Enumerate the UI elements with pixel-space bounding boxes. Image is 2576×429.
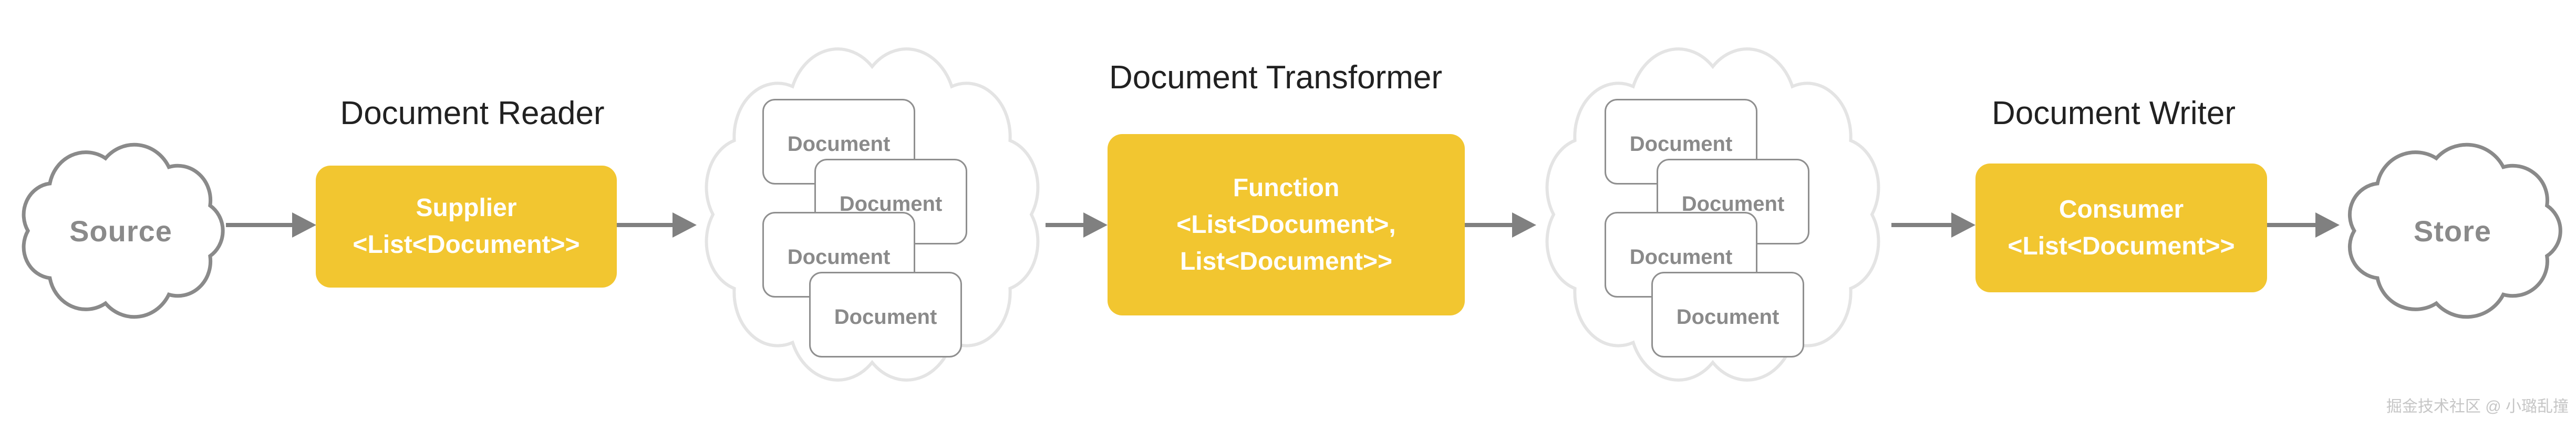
function-box-type-line1: <List<Document>, — [1176, 210, 1396, 239]
arrow-shaft — [1046, 223, 1087, 227]
arrow-shaft — [1465, 223, 1515, 227]
arrowhead-icon — [1083, 212, 1108, 238]
arrowhead-icon — [673, 212, 697, 238]
document-card-label: Document — [1681, 192, 1785, 216]
document-card-label: Document — [787, 246, 891, 269]
consumer-box-type: <List<Document>> — [2008, 232, 2235, 260]
document-card-label: Document — [1676, 305, 1780, 329]
document-card-label: Document — [839, 192, 943, 216]
arrowhead-icon — [1512, 212, 1536, 238]
arrow-consumer-to-store — [2267, 212, 2340, 238]
arrow-documents-to-consumer — [1891, 212, 1975, 238]
arrowhead-icon — [292, 212, 316, 238]
watermark-text: 掘金技术社区 @ 小璐乱撞 — [2386, 398, 2569, 415]
function-box-type-line2: List<Document>> — [1180, 247, 1393, 275]
consumer-box: Consumer <List<Document>> — [1975, 164, 2267, 292]
document-card-label: Document — [1629, 132, 1733, 156]
arrow-documents-to-function — [1046, 212, 1108, 238]
arrowhead-icon — [1951, 212, 1975, 238]
supplier-box-type: <List<Document>> — [353, 231, 580, 259]
arrow-shaft — [1891, 223, 1954, 227]
document-card: Document — [1651, 272, 1804, 358]
document-card-label: Document — [834, 305, 937, 329]
arrow-source-to-supplier — [226, 212, 316, 238]
store-label: Store — [2413, 214, 2492, 248]
source-cloud: Source — [12, 139, 230, 323]
supplier-box: Supplier <List<Document>> — [316, 166, 617, 288]
document-transformer-title: Document Transformer — [1109, 59, 1442, 96]
document-card: Document — [809, 272, 962, 358]
arrow-shaft — [2267, 223, 2319, 227]
arrow-function-to-documents — [1465, 212, 1536, 238]
consumer-box-name: Consumer — [2058, 195, 2184, 223]
document-writer-title: Document Writer — [1992, 95, 2236, 131]
arrow-shaft — [226, 223, 295, 227]
function-box: Function <List<Document>, List<Document>… — [1108, 134, 1465, 315]
function-box-name: Function — [1233, 173, 1340, 202]
arrowhead-icon — [2315, 212, 2340, 238]
store-cloud: Store — [2337, 139, 2568, 323]
document-card-label: Document — [1629, 246, 1733, 269]
document-reader-title: Document Reader — [340, 95, 605, 131]
document-card-label: Document — [787, 132, 891, 156]
arrow-shaft — [617, 223, 676, 227]
source-label: Source — [69, 214, 172, 248]
arrow-supplier-to-documents — [617, 212, 697, 238]
supplier-box-name: Supplier — [416, 194, 517, 222]
